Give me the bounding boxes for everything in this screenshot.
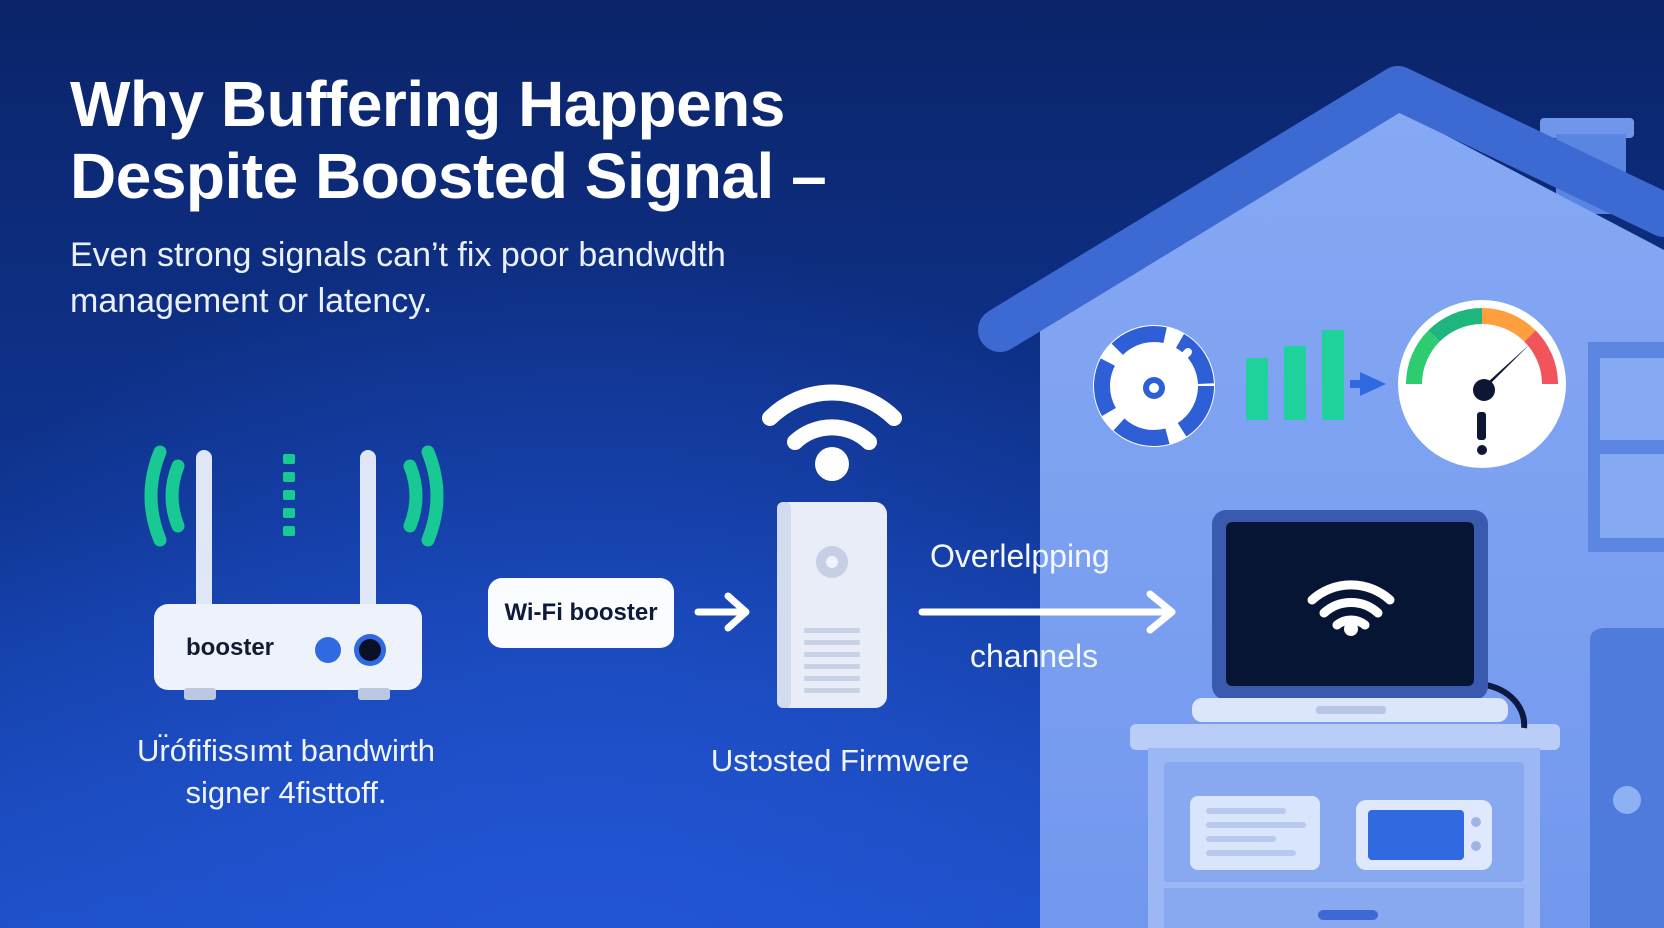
- channels-label-line-2: channels: [970, 638, 1099, 674]
- booster-vent: [804, 628, 860, 693]
- laptop-icon: [1192, 510, 1528, 729]
- arrow-to-booster: [694, 592, 750, 632]
- subtitle: Even strong signals can’t fix poor bandw…: [70, 232, 890, 324]
- laptop-wifi-icon: [1307, 580, 1395, 630]
- desk: [1130, 724, 1560, 928]
- router-icon: [144, 445, 444, 700]
- router-signal-waves: [144, 445, 444, 547]
- booster-wifi-icon: [762, 384, 902, 450]
- page-title: Why Buffering Happens Despite Boosted Si…: [70, 68, 970, 212]
- booster-device: [762, 384, 902, 708]
- title-line-1: Why Buffering Happens: [70, 68, 785, 140]
- signal-bars-icon: [1246, 330, 1386, 420]
- subtitle-line-1: Even strong signals can’t fix poor bandw…: [70, 236, 726, 274]
- router-caption-line-1: Ur̈óﬁfissımt bandwirth: [136, 733, 436, 768]
- router-label: booster: [186, 634, 275, 661]
- title-line-2: Despite Boosted Signal –: [70, 140, 827, 212]
- router-signal-dots: [283, 454, 295, 536]
- channels-label-line-1: Overlelpping: [930, 538, 1110, 574]
- speedometer-icon: [1398, 300, 1566, 468]
- router-caption-line-2: signer 4fisttoff.: [185, 775, 387, 810]
- booster-caption: Ustɔsted Firmwere: [710, 743, 970, 778]
- subtitle-line-2: management or latency.: [70, 282, 433, 320]
- router-caption: Ur̈óﬁfissımt bandwirth signer 4fisttoff.: [96, 730, 476, 814]
- gauge-icon: [1093, 325, 1215, 447]
- arrow-to-laptop: [918, 590, 1176, 634]
- wifi-booster-pill: Wi-Fi booster: [488, 578, 674, 648]
